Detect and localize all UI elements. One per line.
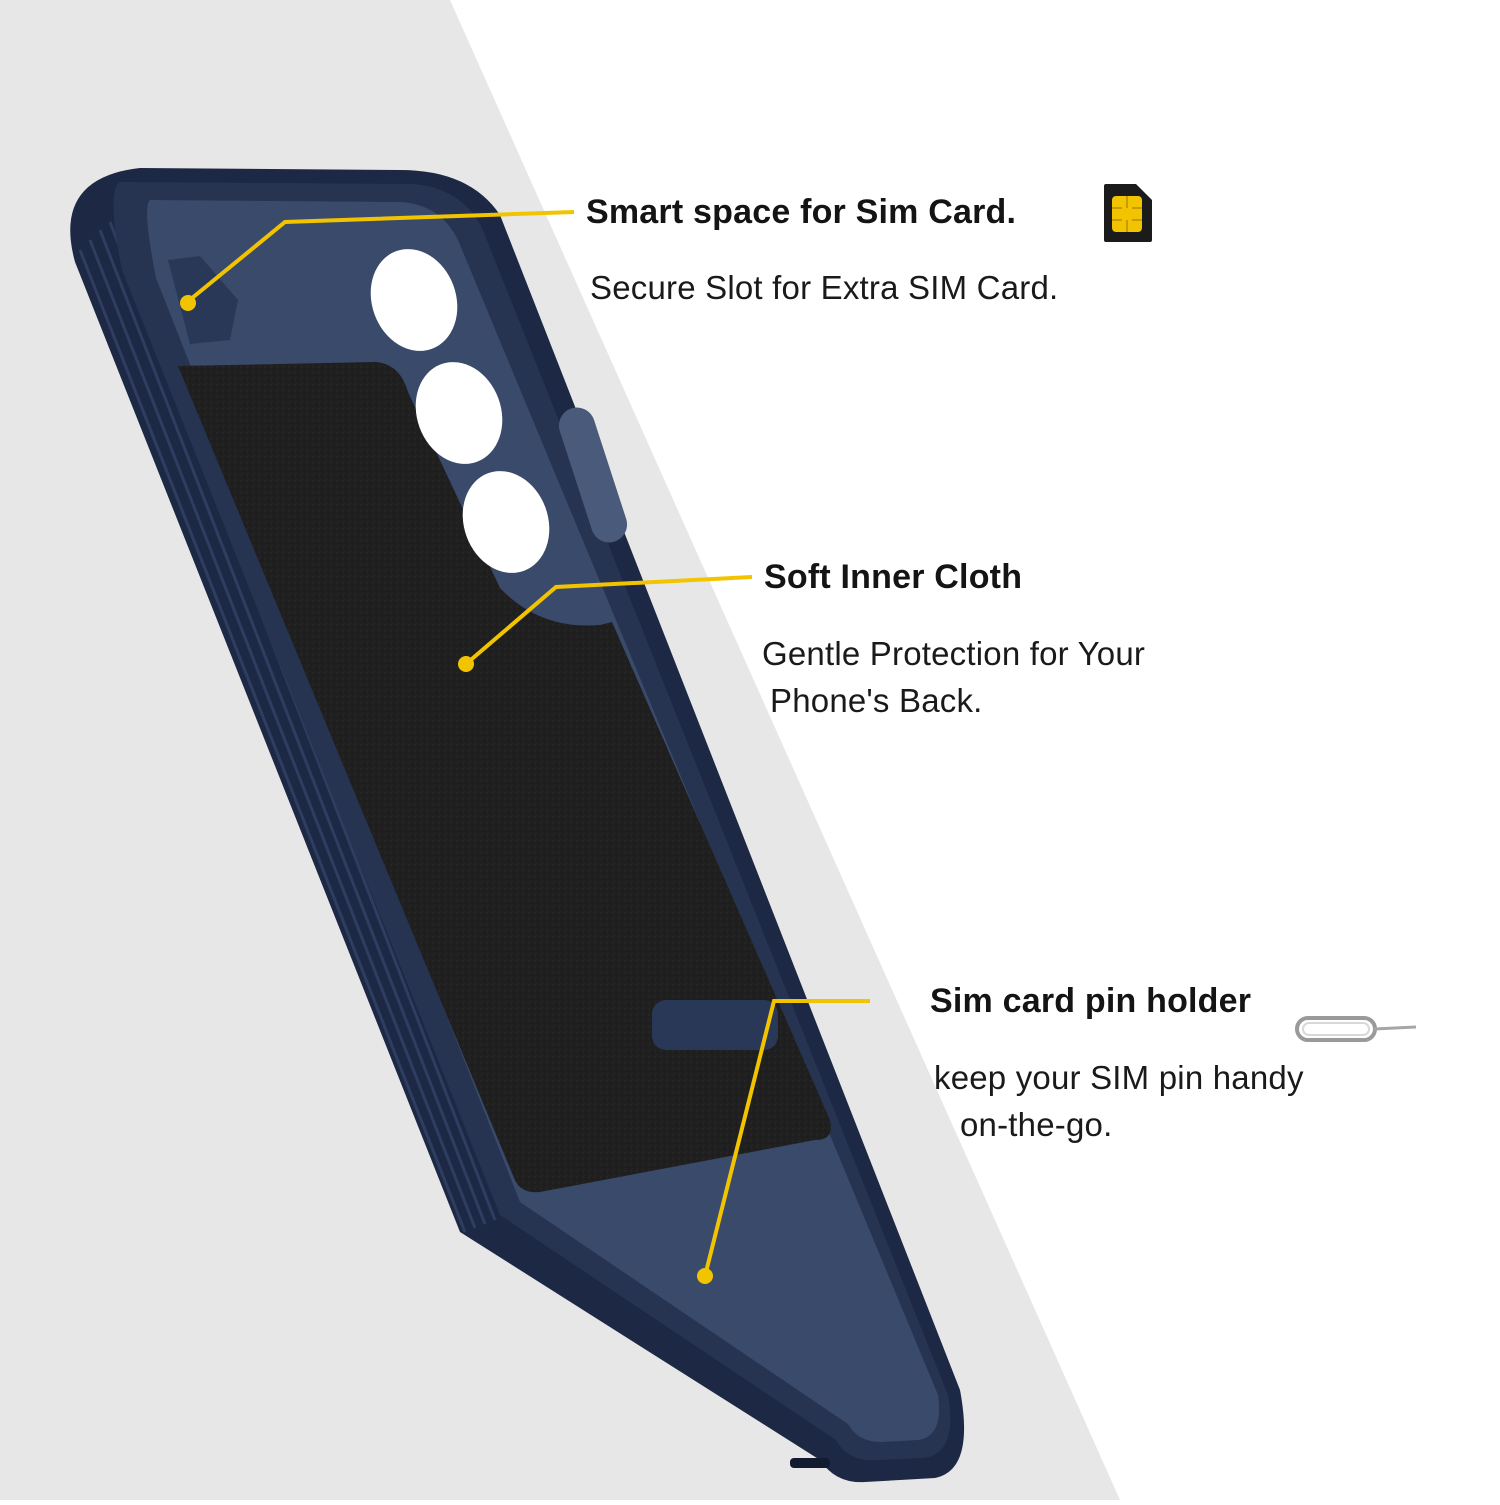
sim-eject-pin-icon [1295,1016,1417,1042]
pin-holder-description-line-2: on-the-go. [960,1106,1113,1143]
callout-lines [180,210,870,1284]
camera-hole [370,249,458,351]
sim-slot [168,256,238,344]
inner-cloth [178,362,831,1193]
camera-hole [415,362,503,464]
pin-holder-heading: Sim card pin holder [930,982,1252,1020]
sim-card-icon [1104,184,1152,242]
sim-card-heading: Smart space for Sim Card. [586,193,1017,231]
inner-cloth-description-line-2: Phone's Back. [770,682,983,719]
camera-hole [462,471,550,573]
inner-cloth-heading: Soft Inner Cloth [764,558,1023,596]
sim-card-description: Secure Slot for Extra SIM Card. [590,269,1059,306]
pin-holder-description-line-1: keep your SIM pin handy [934,1059,1304,1096]
inner-cloth-description-line-1: Gentle Protection for Your [762,635,1146,672]
